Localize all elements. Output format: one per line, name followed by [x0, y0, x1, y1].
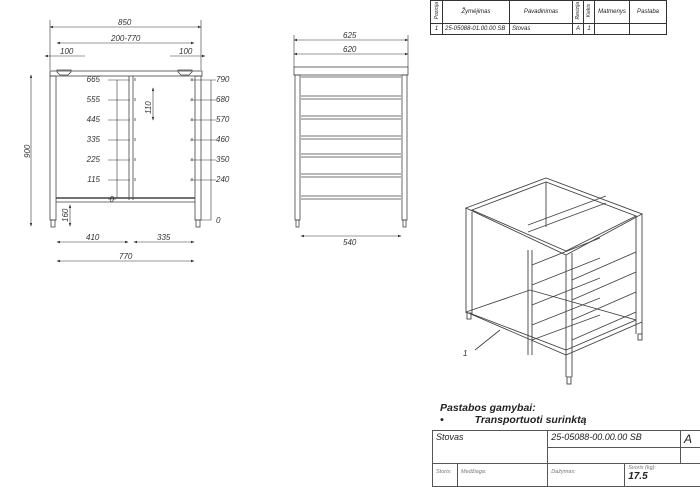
- svg-text:350: 350: [216, 155, 230, 164]
- dim-overall-width: 850: [118, 18, 132, 27]
- svg-text:665: 665: [87, 75, 101, 84]
- svg-text:680: 680: [216, 95, 230, 104]
- paint-label: Dažymas:: [551, 469, 575, 475]
- title-block-number: 25-05088-00.00.00 SB: [548, 431, 681, 448]
- iso-callout-1: 1: [463, 349, 467, 358]
- title-block-name: Stovas: [433, 431, 548, 448]
- notes-item: • Transportuoti surinktą: [440, 414, 586, 426]
- dim-right-width: 335: [157, 233, 171, 242]
- title-block-revision: A: [681, 431, 700, 448]
- svg-text:115: 115: [87, 175, 100, 184]
- dim-side-bottom: 540: [343, 238, 357, 247]
- svg-text:555: 555: [87, 95, 101, 104]
- dim-inner-width: 770: [119, 252, 133, 261]
- svg-text:570: 570: [216, 115, 230, 124]
- notes-item-text: Transportuoti surinktą: [475, 414, 587, 426]
- iso-view: [466, 178, 642, 384]
- dim-side-top-inner: 620: [343, 45, 357, 54]
- svg-text:445: 445: [87, 115, 101, 124]
- material-label: Medžiaga:: [461, 469, 486, 475]
- dim-left-bracket: 100: [60, 47, 74, 56]
- thickness-label: Storis:: [436, 469, 452, 475]
- dim-pitch: 110: [144, 101, 153, 114]
- svg-text:790: 790: [216, 75, 230, 84]
- dim-bottom-shelf: 160: [61, 208, 70, 222]
- front-view: [50, 70, 202, 227]
- side-view: [294, 67, 408, 227]
- svg-text:0: 0: [216, 216, 221, 225]
- svg-text:460: 460: [216, 135, 230, 144]
- svg-text:225: 225: [86, 155, 101, 164]
- dim-left-width: 410: [86, 233, 100, 242]
- front-view-dimensions: [31, 20, 216, 261]
- right-level-labels: 790 680 570 460 350 240 0: [215, 75, 230, 225]
- dim-side-top-outer: 625: [343, 31, 357, 40]
- dim-adjustable-range: 200-770: [110, 34, 141, 43]
- notes-title: Pastabos gamybai:: [440, 402, 586, 414]
- left-level-labels: 665 555 445 335 225 115 0: [86, 75, 115, 204]
- svg-text:240: 240: [215, 175, 230, 184]
- side-view-dimensions: [294, 35, 408, 236]
- dim-right-bracket: 100: [179, 47, 193, 56]
- svg-text:335: 335: [87, 135, 101, 144]
- svg-text:0: 0: [110, 195, 115, 204]
- notes-bullet: •: [440, 414, 444, 426]
- dim-height: 900: [23, 144, 32, 158]
- title-block: Stovas 25-05088-00.00.00 SB A Storis: Me…: [432, 430, 700, 487]
- production-notes: Pastabos gamybai: • Transportuoti surink…: [440, 402, 586, 426]
